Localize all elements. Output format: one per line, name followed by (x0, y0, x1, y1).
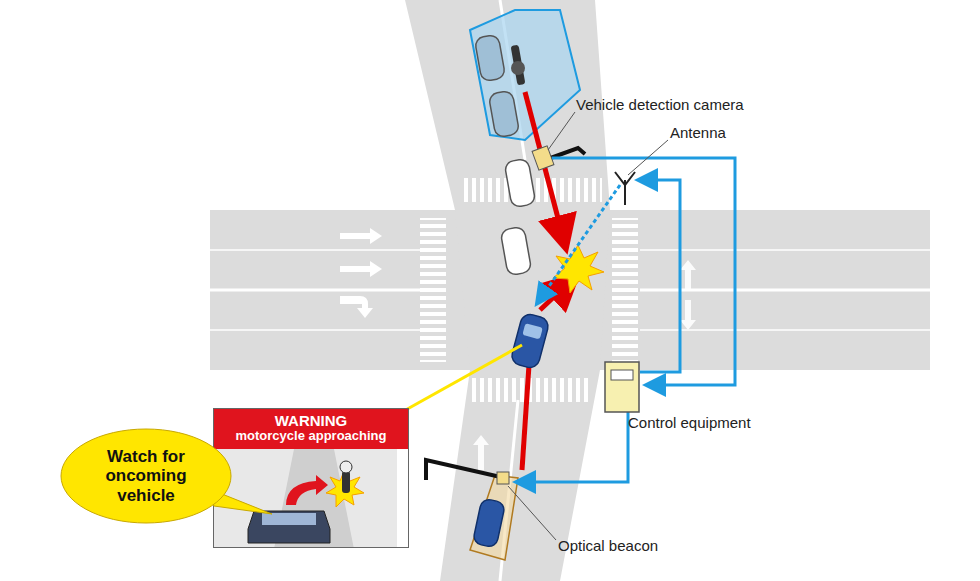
warning-heading: WARNING (214, 409, 408, 429)
part-label: Control equipment (628, 414, 751, 431)
speech-bubble: Watch for oncoming vehicle (60, 428, 232, 524)
part-label: Optical beacon (558, 537, 658, 554)
warning-panel: WARNINGmotorcycle approaching (213, 408, 409, 548)
warning-picture (214, 449, 397, 547)
part-label: Antenna (670, 124, 726, 141)
bubble-text: Watch for oncoming vehicle (75, 447, 217, 506)
warning-subheading: motorcycle approaching (214, 429, 408, 444)
part-label: Vehicle detection camera (576, 96, 744, 113)
